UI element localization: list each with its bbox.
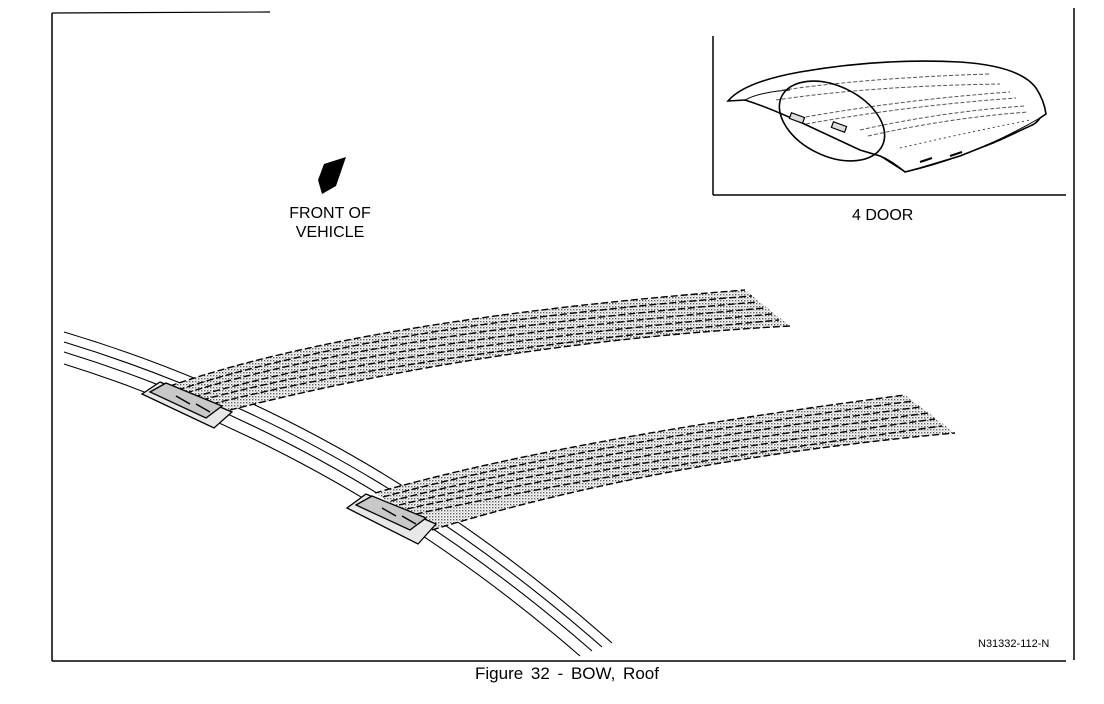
inset-label: 4 DOOR	[852, 207, 914, 224]
page-frame	[51, 8, 1075, 662]
roof-side-rail	[63, 331, 613, 657]
front-of-vehicle-line1: FRONT OF	[289, 205, 371, 222]
roof-bow-upper	[140, 289, 791, 429]
inset-box	[712, 36, 1066, 196]
front-of-vehicle-label: FRONT OF VEHICLE	[268, 204, 392, 242]
front-of-vehicle-line2: VEHICLE	[295, 224, 365, 241]
drawing-code: N31332-112-N	[978, 638, 1050, 650]
inset-roof-illustration	[726, 60, 1047, 173]
front-arrow-icon	[318, 157, 346, 194]
roof-bow-lower	[345, 394, 956, 545]
figure-caption: Figure 32 - BOW, Roof	[475, 664, 659, 683]
